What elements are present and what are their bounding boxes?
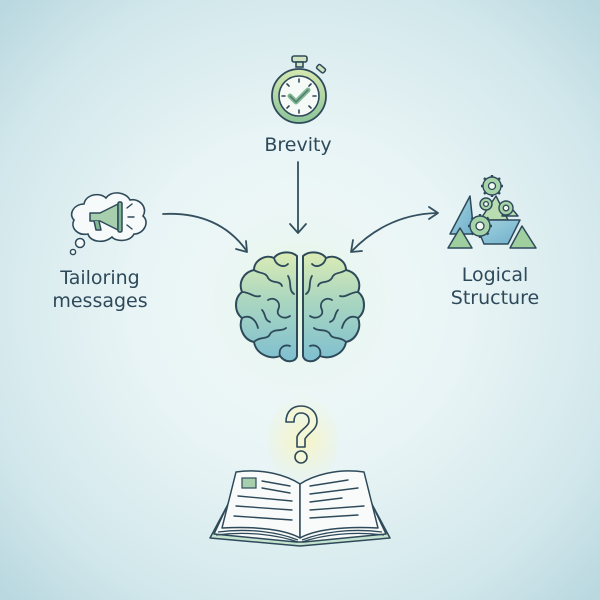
tailoring-label-line2: messages — [52, 290, 148, 312]
logical-structure-label: Logical Structure — [440, 264, 550, 310]
arrow-brain-logical — [350, 206, 439, 253]
megaphone-thought-bubble-icon — [69, 192, 147, 256]
arrow-tailoring-to-brain — [162, 212, 248, 253]
brain-icon — [235, 251, 365, 363]
logical-label-line1: Logical — [461, 264, 529, 286]
question-mark-icon — [285, 405, 318, 464]
brain-glow — [200, 200, 400, 400]
gears-triangles-icon — [447, 175, 537, 249]
open-book-icon — [209, 470, 391, 547]
logical-label-line2: Structure — [450, 287, 540, 309]
brevity-label: Brevity — [264, 134, 332, 156]
tailoring-label-line1: Tailoring — [60, 267, 140, 289]
stopwatch-icon — [271, 55, 327, 124]
arrow-brevity-to-brain — [289, 161, 307, 234]
tailoring-messages-label: Tailoring messages — [40, 267, 160, 313]
